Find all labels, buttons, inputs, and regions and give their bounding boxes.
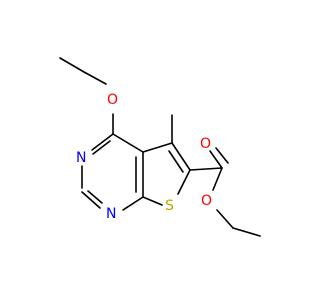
bond-c5-c6: [171, 142, 191, 171]
bond-ethyl-ch3-ch2: [59, 57, 85, 73]
bond-carbonyl-double-a: [209, 150, 223, 169]
bond-ch2-ch3: [232, 227, 261, 237]
bond-ch2-o-ether: [83, 71, 107, 85]
bond-c2-n1: [81, 191, 101, 209]
bond-carbonyl-c-o-ester: [212, 167, 223, 191]
bond-c5-c6-double: [168, 150, 184, 173]
bond-s-c7a: [142, 196, 163, 206]
molecule-structure: O N N S O O: [59, 57, 261, 237]
bond-carbonyl-double-b: [215, 147, 229, 164]
structure-canvas: O N N S O O: [59, 57, 261, 237]
bond-c6-s: [177, 169, 191, 195]
bond-c4-n3: [91, 133, 114, 151]
atom-label-nitrogen-top: N: [76, 150, 86, 166]
bond-o-ester-ch2: [216, 209, 234, 229]
bond-c4-n3-double: [92, 140, 111, 155]
bond-c4a-c5: [142, 142, 173, 153]
bond-c4a-c4: [112, 133, 144, 153]
bond-c6-carbonyl-c: [189, 167, 223, 171]
atom-label-ether-oxygen: O: [107, 92, 118, 108]
atom-label-nitrogen-bottom: N: [106, 206, 116, 222]
atom-label-carbonyl-oxygen: O: [200, 136, 211, 152]
bond-c2-n1-double: [87, 190, 103, 204]
atom-label-ester-oxygen: O: [201, 193, 212, 209]
bond-n1-c7a: [122, 196, 144, 211]
atom-label-sulfur: S: [165, 198, 174, 214]
